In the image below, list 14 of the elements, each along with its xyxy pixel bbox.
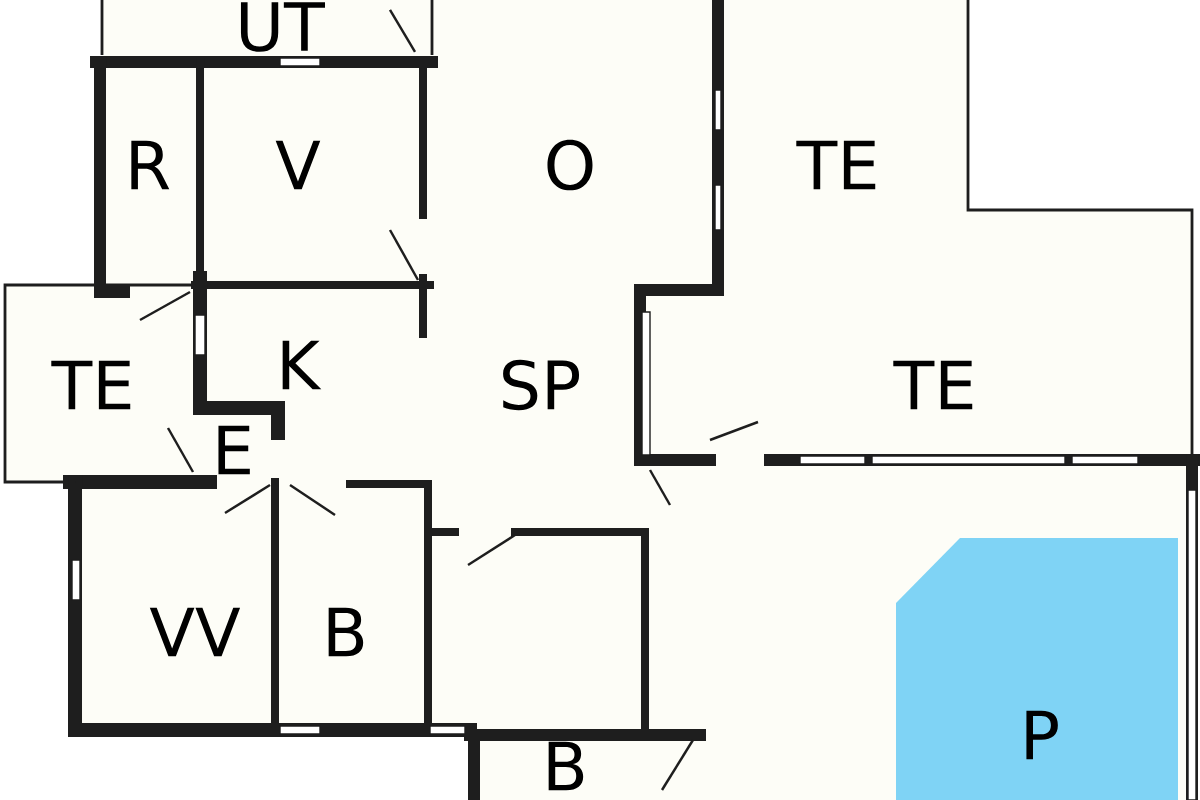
room-label: R <box>131 140 170 190</box>
room-label: SP <box>503 359 580 411</box>
room-label: B <box>328 607 364 657</box>
room-label: TE <box>893 360 973 410</box>
room-label: K <box>282 340 322 390</box>
pool: P <box>896 538 1178 800</box>
room-label: VV <box>149 607 241 657</box>
room-label: V <box>275 140 321 190</box>
room-label: E <box>218 425 250 475</box>
room-label: TE <box>796 140 876 190</box>
room-label: O <box>547 139 593 191</box>
room-label: TE <box>51 360 131 410</box>
room-label: UT <box>240 2 325 52</box>
room-label: B <box>548 741 584 791</box>
